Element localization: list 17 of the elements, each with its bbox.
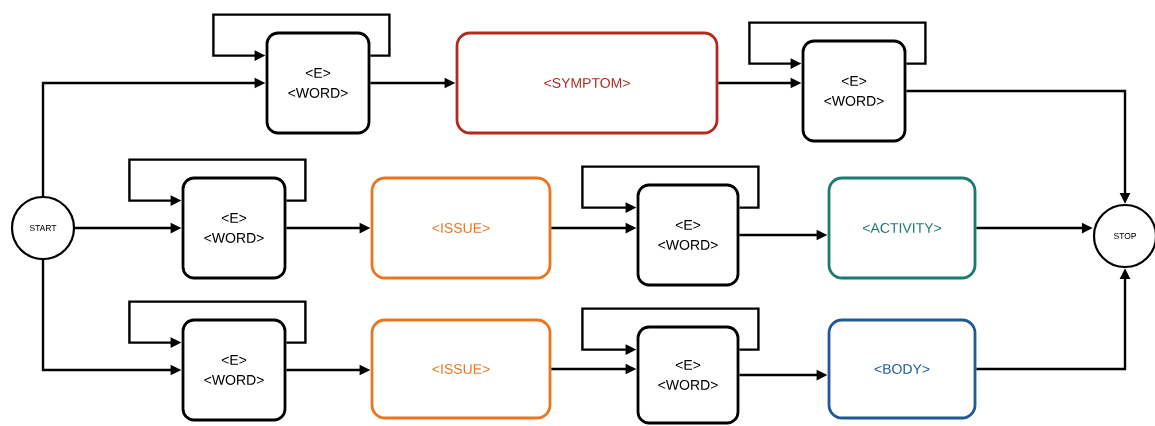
state-box: <E> <WORD> xyxy=(636,183,740,287)
state-box: <E> <WORD> xyxy=(801,39,907,143)
category-box: <ISSUE> xyxy=(370,318,552,420)
category-box: <BODY> xyxy=(827,318,977,420)
arrow xyxy=(581,165,760,213)
category-box: <ACTIVITY> xyxy=(827,176,977,280)
arrow xyxy=(128,300,307,348)
category-box: <SYMPTOM> xyxy=(455,31,719,135)
category-box: <ISSUE> xyxy=(370,176,552,280)
arrow xyxy=(581,307,760,355)
state-box: <E> <WORD> xyxy=(265,31,371,135)
arrow xyxy=(212,13,391,61)
state-box: <E> <WORD> xyxy=(636,325,740,425)
state-box: <E> <WORD> xyxy=(181,318,287,422)
arrow xyxy=(128,158,307,206)
arrow xyxy=(748,21,927,69)
state-box: <E> <WORD> xyxy=(181,176,287,280)
